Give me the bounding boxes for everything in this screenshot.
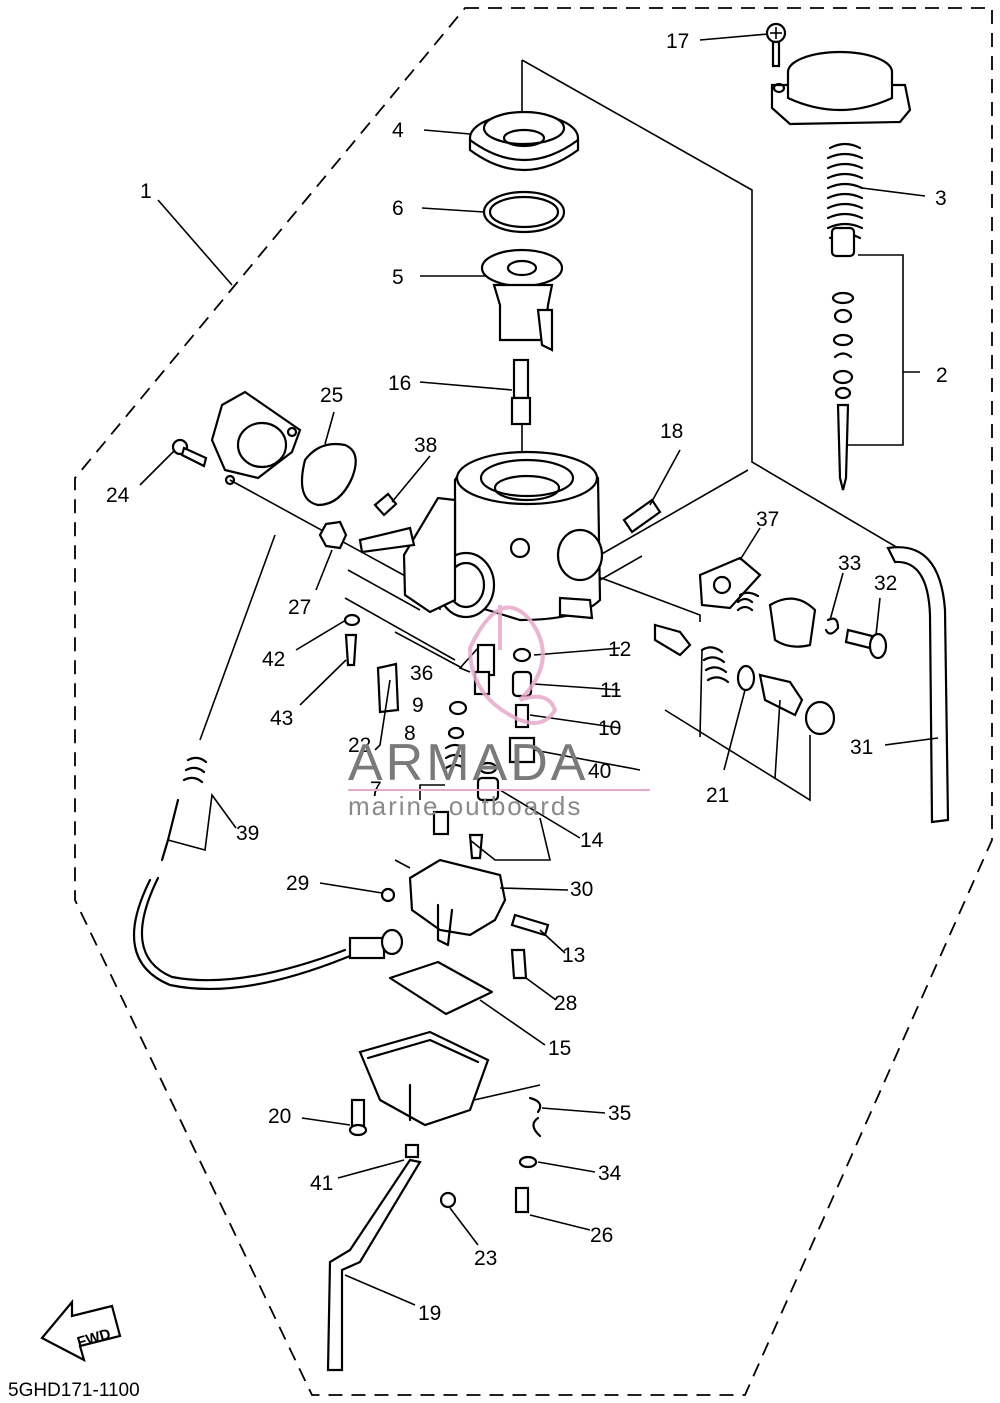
carburetor-body — [358, 450, 604, 622]
callout-33: 33 — [838, 552, 861, 575]
assembly-boundary — [74, 7, 993, 1396]
callout-39: 39 — [236, 822, 259, 845]
bolt-24 — [171, 438, 208, 468]
callout-29: 29 — [286, 872, 309, 895]
callout-12: 12 — [608, 638, 631, 661]
pipe-31 — [886, 546, 950, 824]
starter-plunger — [653, 623, 836, 736]
callout-26: 26 — [590, 1224, 613, 1247]
callout-2: 2 — [936, 364, 948, 387]
callout-14: 14 — [580, 829, 604, 852]
watermark-logo — [467, 605, 558, 725]
callout-4: 4 — [392, 119, 404, 142]
jet-needle-set — [830, 226, 856, 491]
float-bowl — [358, 1030, 490, 1127]
cover-37 — [698, 556, 762, 612]
piston-valve — [480, 248, 564, 352]
forward-arrow: FWD — [40, 1298, 122, 1363]
callout-13: 13 — [562, 944, 585, 967]
throttle-cable — [132, 756, 404, 991]
nut-27 — [318, 520, 348, 550]
cover-33 — [768, 597, 840, 648]
callout-24: 24 — [106, 484, 130, 507]
callout-27: 27 — [288, 596, 311, 619]
callout-35: 35 — [608, 1102, 631, 1125]
callout-38: 38 — [414, 434, 437, 457]
callout-32: 32 — [874, 572, 897, 595]
screw-38 — [373, 492, 398, 517]
callout-9: 9 — [412, 694, 424, 717]
gasket-15 — [388, 960, 494, 1016]
callout-43: 43 — [270, 707, 293, 730]
callout-34: 34 — [598, 1162, 622, 1185]
callout-28: 28 — [554, 992, 577, 1015]
callout-11: 11 — [600, 679, 622, 702]
callout-10: 10 — [598, 717, 621, 740]
callout-8: 8 — [404, 722, 416, 745]
callout-6: 6 — [392, 197, 404, 220]
throttle-spring — [826, 142, 864, 240]
bottom-hardware — [326, 1096, 542, 1372]
diaphragm-cap — [468, 110, 580, 172]
callout-20: 20 — [268, 1105, 291, 1128]
screw-17 — [765, 22, 787, 68]
callout-1: 1 — [140, 180, 152, 203]
callout-41: 41 — [310, 1172, 333, 1195]
callout-3: 3 — [935, 187, 947, 210]
callout-40: 40 — [588, 760, 611, 783]
diagram-code: 5GHD171-1100 — [8, 1380, 140, 1401]
float-assembly — [380, 858, 550, 947]
callout-37: 37 — [756, 508, 779, 531]
callout-31: 31 — [850, 736, 873, 759]
callout-22: 22 — [348, 734, 371, 757]
callout-42: 42 — [262, 648, 285, 671]
callout-17: 17 — [666, 30, 689, 53]
callout-21: 21 — [706, 784, 729, 807]
callout-leaders — [139, 33, 939, 1306]
callout-numbers: 1 2 3 4 5 6 7 8 9 10 11 12 13 14 15 16 1… — [106, 30, 948, 1325]
callout-36: 36 — [410, 662, 433, 685]
callout-23: 23 — [474, 1247, 497, 1270]
top-cover — [770, 50, 912, 126]
watermark-logo-mark — [467, 605, 558, 725]
callout-25: 25 — [320, 384, 343, 407]
callout-19: 19 — [418, 1302, 441, 1325]
watermark-tagline: marine outboards — [348, 791, 582, 821]
screw-28 — [510, 948, 528, 980]
callout-16: 16 — [388, 372, 411, 395]
callout-18: 18 — [660, 420, 683, 443]
fitting-18 — [622, 498, 662, 534]
watermark-brand: ARMADA — [348, 734, 588, 792]
callout-5: 5 — [392, 266, 404, 289]
intake-flange — [210, 390, 302, 486]
callout-15: 15 — [548, 1037, 571, 1060]
callout-30: 30 — [570, 878, 593, 901]
screw-32 — [844, 628, 888, 660]
needle-jet — [510, 358, 532, 426]
gasket-25 — [300, 442, 357, 507]
